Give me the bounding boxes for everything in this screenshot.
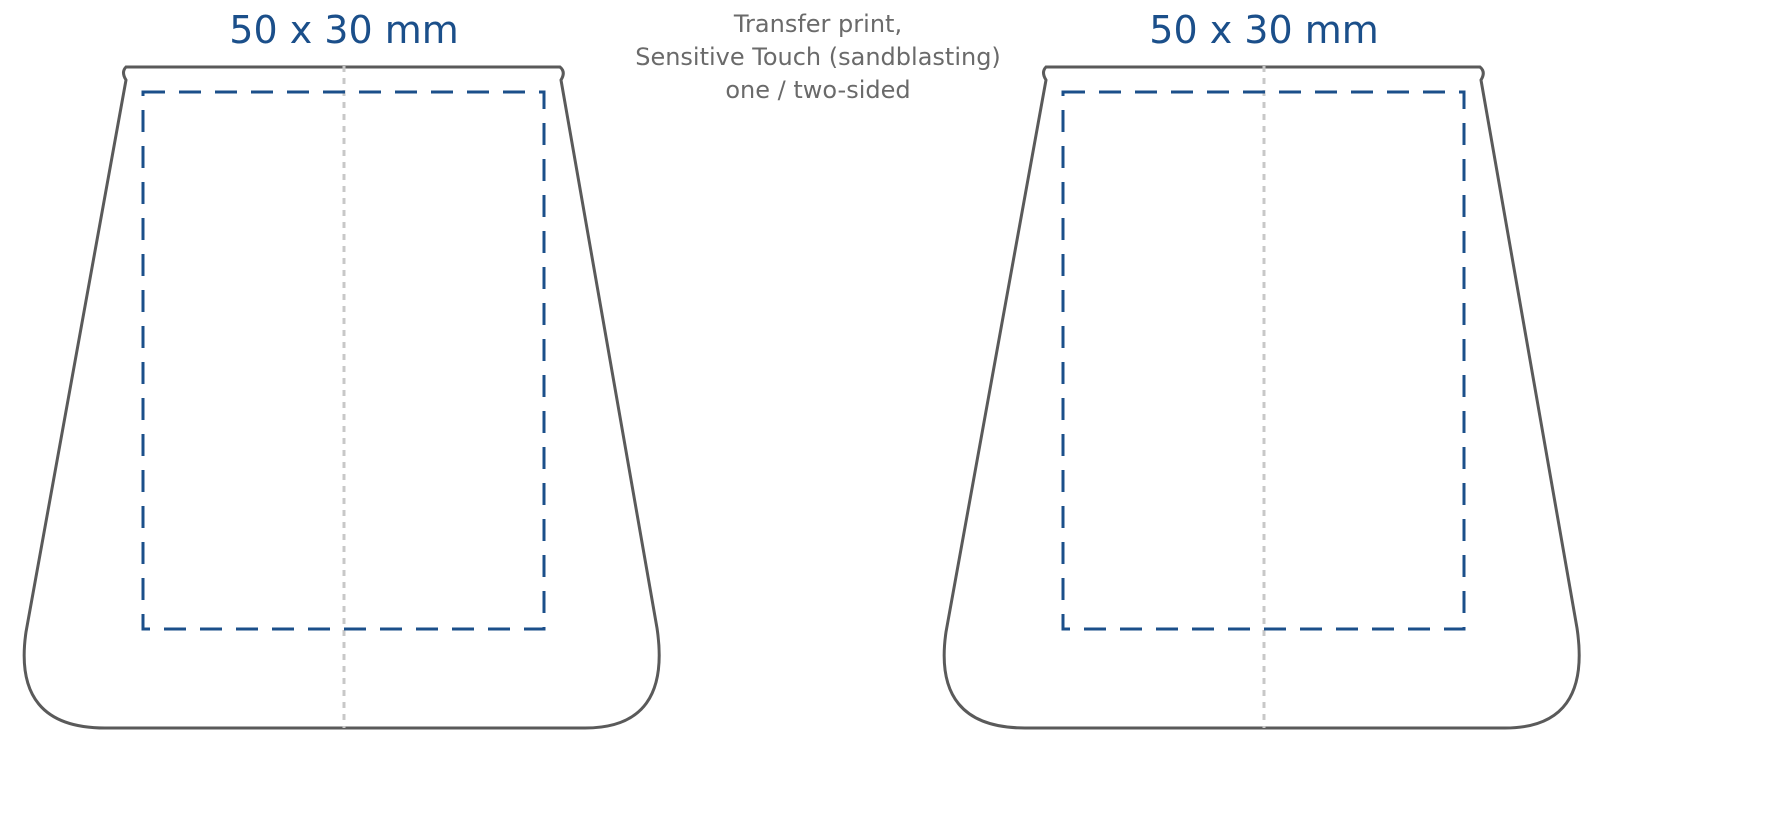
print-method-note: Transfer print, Sensitive Touch (sandbla… [598,8,1038,107]
right-glass-outline [942,65,1581,730]
print-method-line-1: Transfer print, [733,10,903,38]
right-dimension-label: 50 x 30 mm [1149,8,1379,52]
print-method-line-2: Sensitive Touch (sandblasting) [635,43,1001,71]
right-print-area [1061,90,1466,631]
left-glass-outline [22,65,661,730]
left-print-area [141,90,546,631]
left-dimension-label: 50 x 30 mm [229,8,459,52]
print-method-line-3: one / two-sided [725,76,911,104]
